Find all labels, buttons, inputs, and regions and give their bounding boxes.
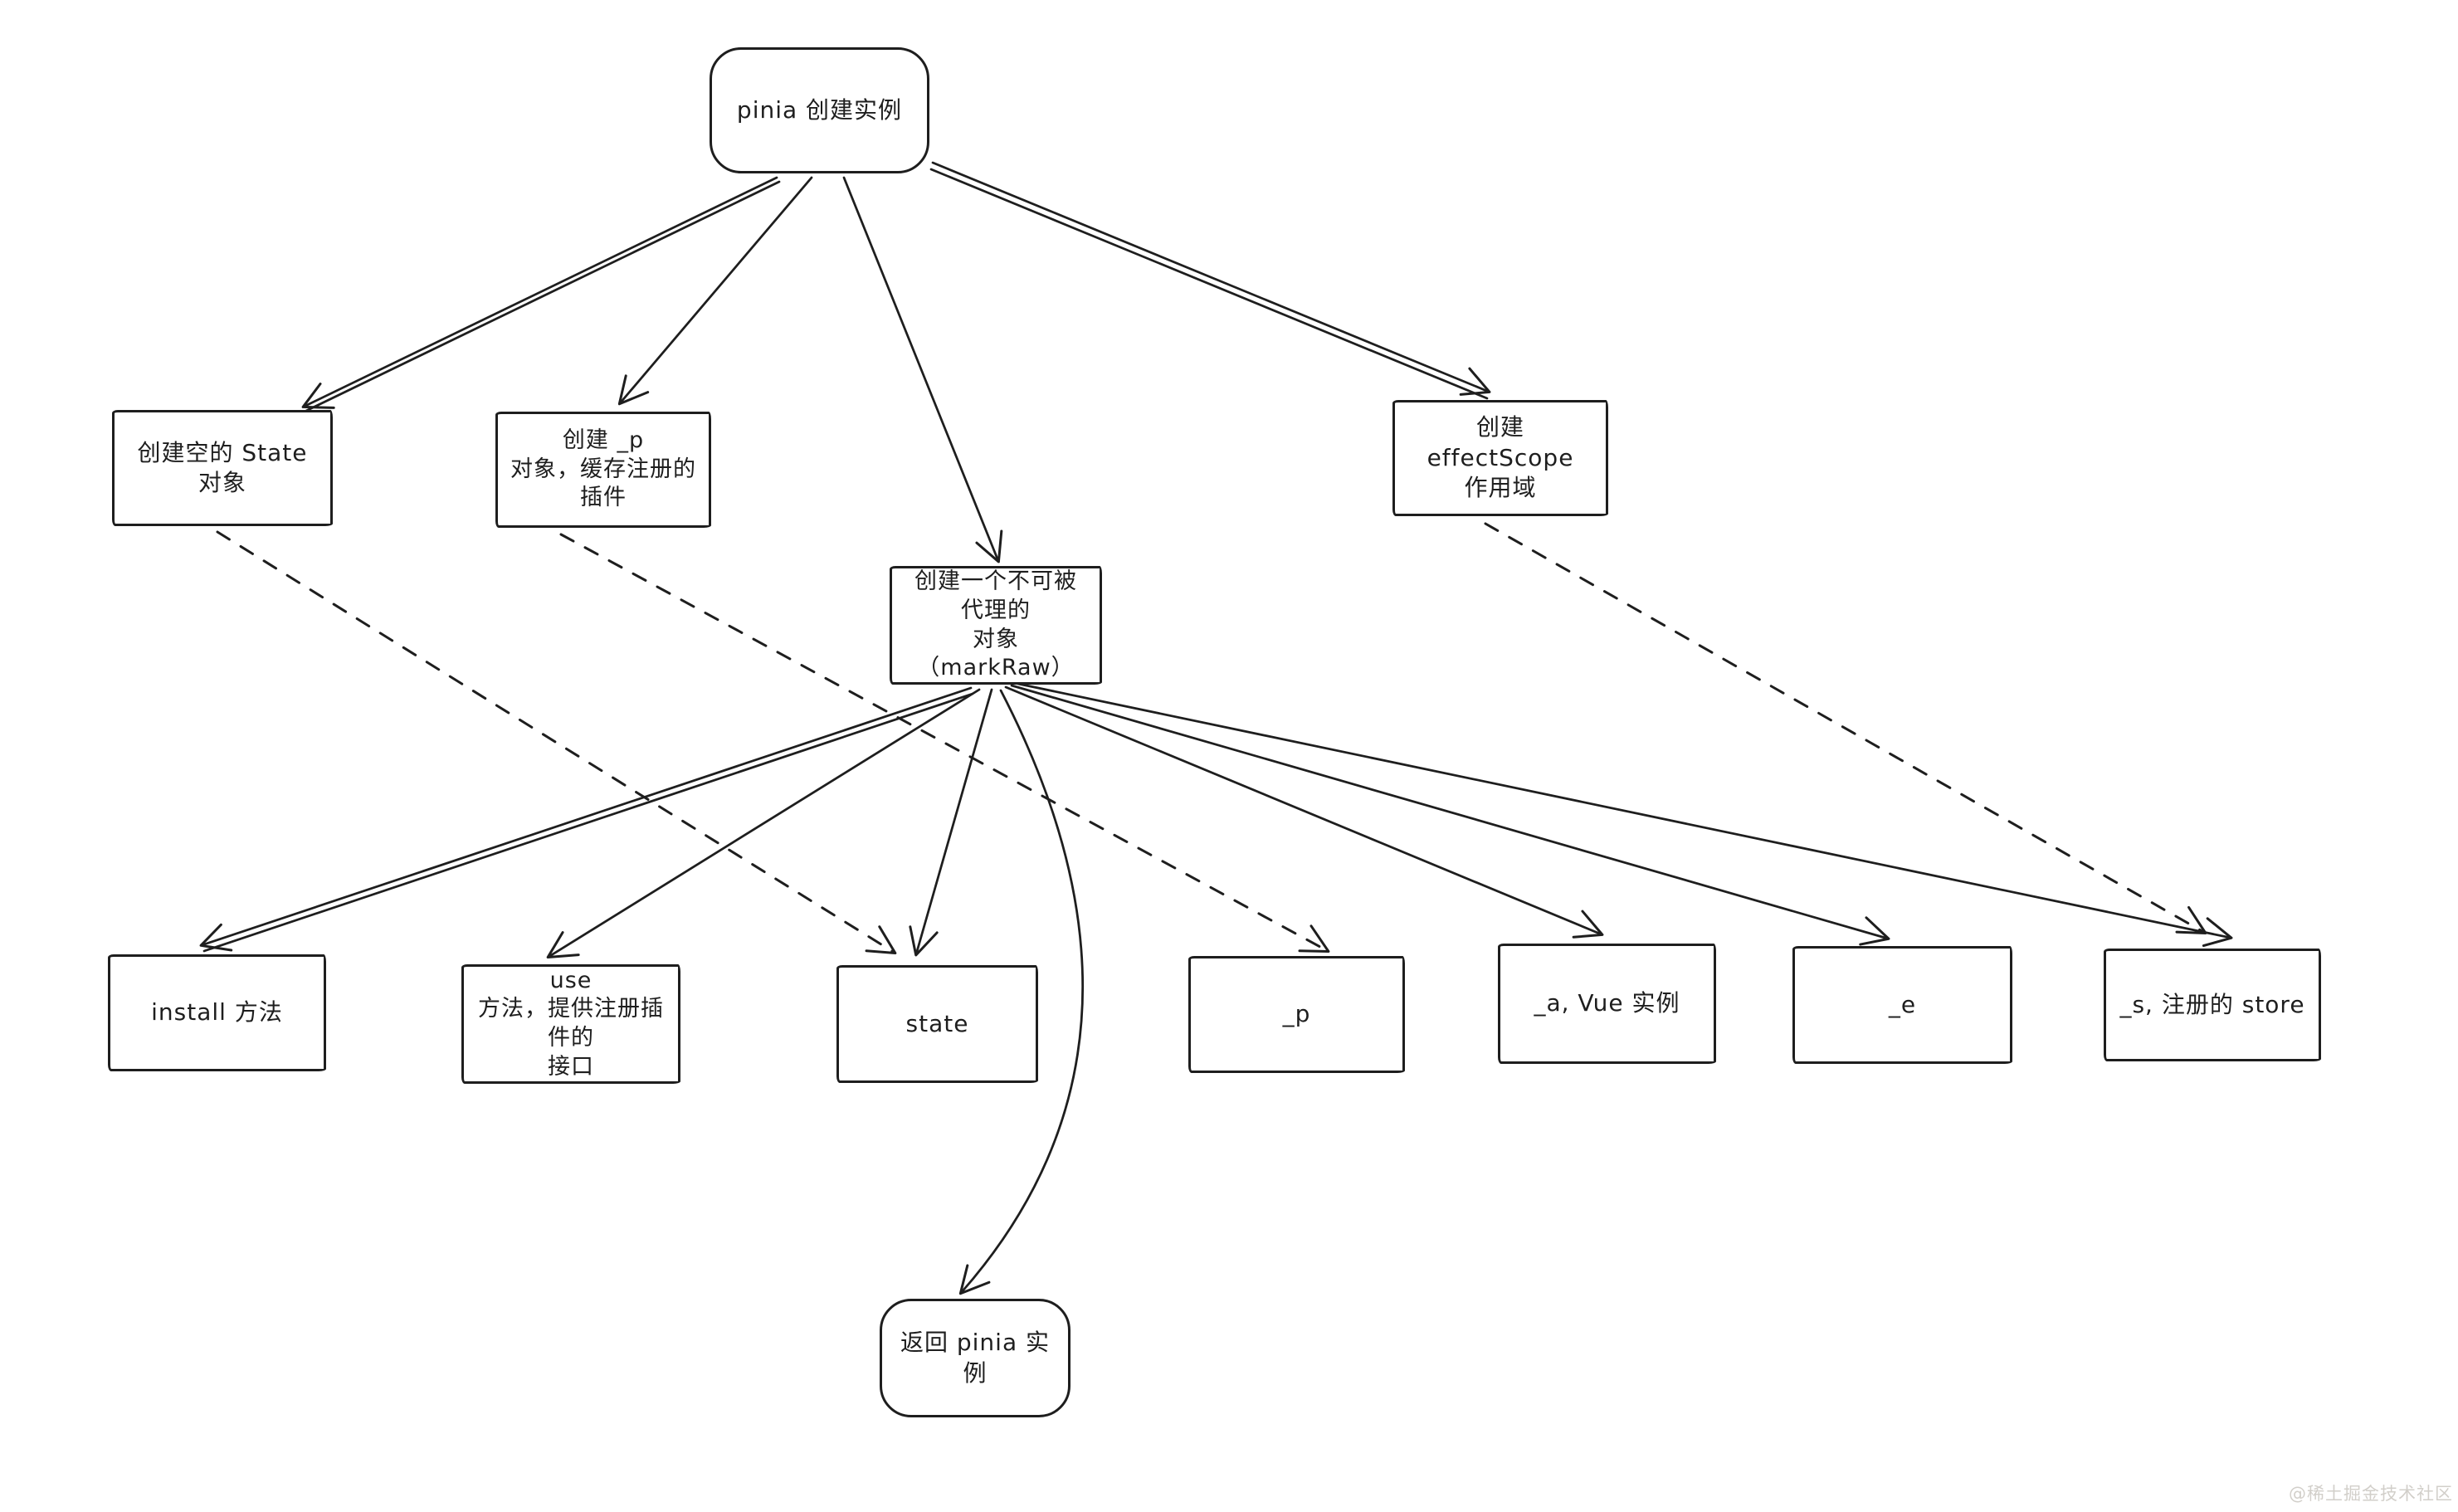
node-state: state bbox=[836, 965, 1038, 1083]
node-e-property-label: _e bbox=[1888, 990, 1917, 1018]
node-s-registered-stores-label: _s, 注册的 store bbox=[2119, 990, 2305, 1018]
node-use-method-label: use 方法，提供注册插件的 接口 bbox=[478, 967, 664, 1080]
edge-markraw-to-state bbox=[909, 688, 993, 957]
node-create-effectscope-label: 创建 effectScope 作用域 bbox=[1427, 413, 1574, 502]
node-create-p-object-plugin-cache: 创建 _p 对象，缓存注册的插件 bbox=[495, 412, 711, 528]
node-create-effectscope: 创建 effectScope 作用域 bbox=[1392, 400, 1608, 516]
node-install-method-label: install 方法 bbox=[151, 998, 283, 1027]
node-p-property-label: _p bbox=[1282, 1000, 1311, 1028]
edge-markraw-to-install bbox=[199, 686, 973, 952]
node-a-vue-instance-label: _a, Vue 实例 bbox=[1534, 989, 1680, 1017]
node-use-method: use 方法，提供注册插件的 接口 bbox=[461, 964, 680, 1084]
edge-effectscope-to-s-dashed bbox=[1484, 522, 2207, 934]
edge-pinia-to-markraw bbox=[842, 176, 1003, 563]
edge-pinia-to-effectscope bbox=[931, 161, 1491, 396]
node-create-empty-state-object-label: 创建空的 State 对象 bbox=[137, 438, 308, 496]
edge-markraw-to-s bbox=[1017, 682, 2233, 948]
edge-markraw-to-use bbox=[546, 688, 981, 959]
node-create-p-object-plugin-cache-label: 创建 _p 对象，缓存注册的插件 bbox=[510, 427, 696, 511]
node-p-property: _p bbox=[1188, 956, 1405, 1073]
node-install-method: install 方法 bbox=[108, 954, 326, 1071]
node-create-empty-state-object: 创建空的 State 对象 bbox=[112, 410, 333, 526]
edge-pinia-to-state-obj bbox=[301, 176, 778, 409]
edge-markraw-to-install-doubled-stroke bbox=[202, 692, 974, 953]
edge-markraw-to-e bbox=[1010, 684, 1890, 946]
edge-pinia-to-state-obj-doubled-stroke bbox=[305, 180, 781, 412]
edge-pinia-to-effectscope-doubled-stroke bbox=[929, 168, 1489, 400]
node-state-label: state bbox=[905, 1009, 969, 1037]
node-create-markraw-object: 创建一个不可被代理的 对象（markRaw） bbox=[890, 566, 1102, 685]
edge-state-obj-to-state-dashed bbox=[216, 530, 897, 955]
node-e-property: _e bbox=[1792, 946, 2012, 1064]
node-pinia-create-instance: pinia 创建实例 bbox=[710, 47, 929, 173]
node-pinia-create-instance-label: pinia 创建实例 bbox=[736, 95, 903, 124]
node-a-vue-instance: _a, Vue 实例 bbox=[1498, 944, 1716, 1064]
edge-markraw-to-a bbox=[1004, 685, 1604, 939]
node-s-registered-stores: _s, 注册的 store bbox=[2104, 949, 2321, 1061]
edge-pinia-to-p-obj bbox=[617, 176, 813, 406]
node-return-pinia-instance: 返回 pinia 实例 bbox=[880, 1299, 1070, 1417]
watermark: @稀土掘金技术社区 bbox=[2289, 1484, 2453, 1504]
node-return-pinia-instance-label: 返回 pinia 实例 bbox=[900, 1329, 1051, 1387]
node-create-markraw-object-label: 创建一个不可被代理的 对象（markRaw） bbox=[914, 568, 1077, 681]
